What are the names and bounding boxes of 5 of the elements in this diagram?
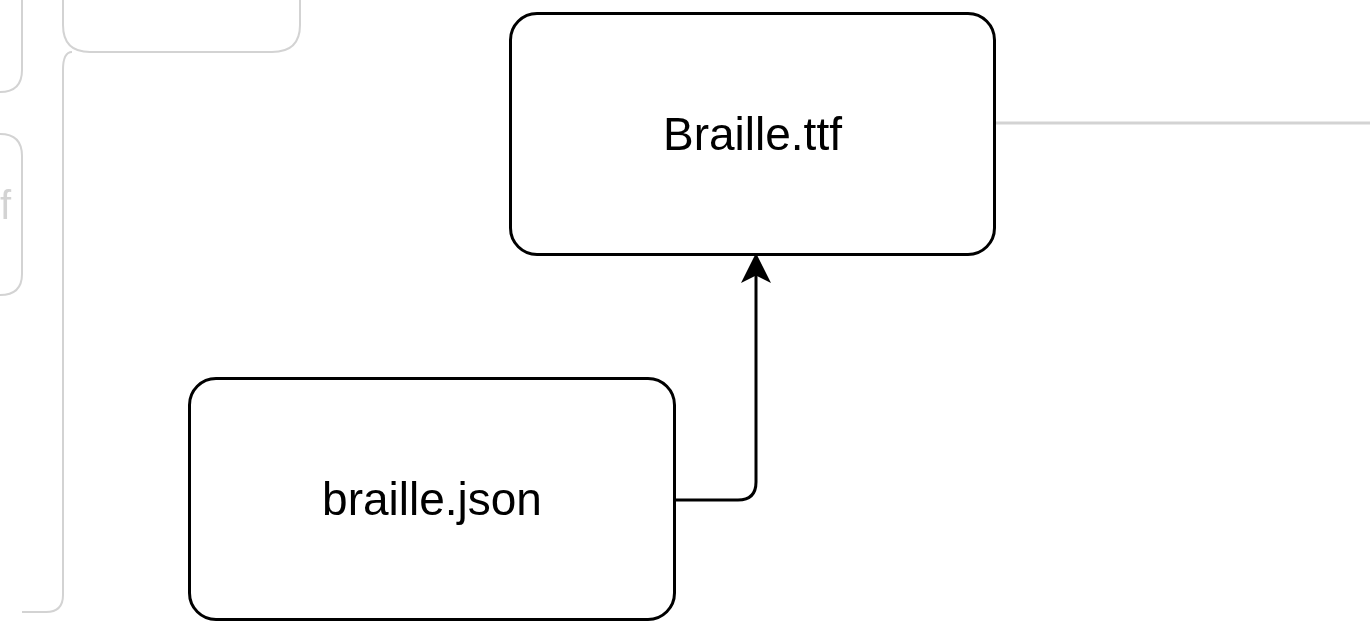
line — [996, 121, 1370, 125]
box-label: Braille.ttf — [663, 106, 842, 162]
box-label: braille.json — [322, 471, 542, 527]
rounded-box — [188, 377, 676, 621]
rounded-box — [509, 12, 996, 256]
